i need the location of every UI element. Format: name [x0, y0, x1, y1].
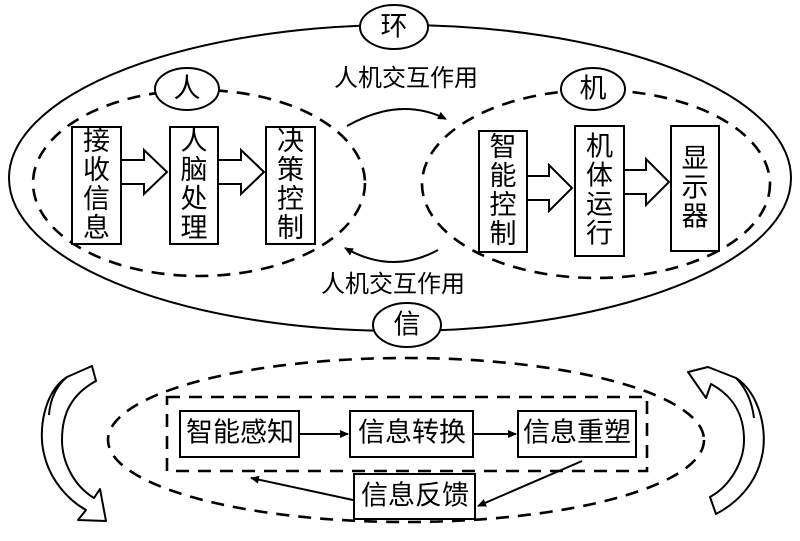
machine-box-2 — [574, 125, 625, 257]
interaction-top-label: 人机交互作用 — [334, 64, 478, 92]
human-box-1-text: 接收信息 — [83, 126, 110, 244]
feedback-arrow-in — [477, 460, 583, 507]
feedback-arrow-out — [250, 475, 354, 501]
environment-label-circle — [359, 4, 429, 50]
info-step-box-2 — [349, 410, 474, 458]
machine-box-2-text: 机体运行 — [586, 131, 613, 249]
info-dashed-frame — [165, 395, 649, 473]
machine-label: 机 — [580, 74, 607, 105]
machine-box-3 — [670, 125, 720, 252]
human-box-3-text: 决策控制 — [277, 126, 304, 244]
human-label: 人 — [174, 74, 201, 105]
right-rotation-arrow — [687, 366, 765, 515]
environment-top-label: 环 — [381, 12, 408, 43]
human-box-2-text: 人脑处理 — [181, 126, 208, 244]
machine-box-3-text: 显示器 — [682, 143, 709, 232]
info-ellipse — [106, 356, 706, 524]
machine-arrow-2 — [623, 156, 671, 208]
info-label-circle — [372, 302, 442, 348]
human-arrow-2 — [217, 147, 266, 197]
info-step-box-1 — [179, 410, 300, 458]
machine-box-1-text: 智能控制 — [490, 132, 517, 250]
info-feedback-box — [353, 473, 476, 520]
info-step-box-3 — [517, 410, 637, 458]
environment-bottom-label: 信 — [394, 310, 421, 341]
human-box-2 — [169, 126, 219, 245]
human-box-1 — [71, 126, 122, 245]
info-feedback: 信息反馈 — [361, 481, 469, 512]
machine-box-1 — [478, 130, 528, 253]
info-step-1: 智能感知 — [186, 418, 294, 449]
interaction-top-arrow — [346, 108, 447, 127]
interaction-bottom-label: 人机交互作用 — [321, 270, 465, 298]
info-step-2: 信息转换 — [358, 418, 466, 449]
machine-label-circle — [560, 67, 626, 111]
interaction-bottom-arrow — [344, 247, 439, 263]
machine-arrow-1 — [526, 162, 574, 214]
human-arrow-1 — [120, 147, 169, 197]
human-box-3 — [265, 126, 316, 245]
info-step-3: 信息重塑 — [523, 418, 631, 449]
human-label-circle — [154, 67, 220, 111]
left-rotation-arrow — [40, 365, 107, 522]
